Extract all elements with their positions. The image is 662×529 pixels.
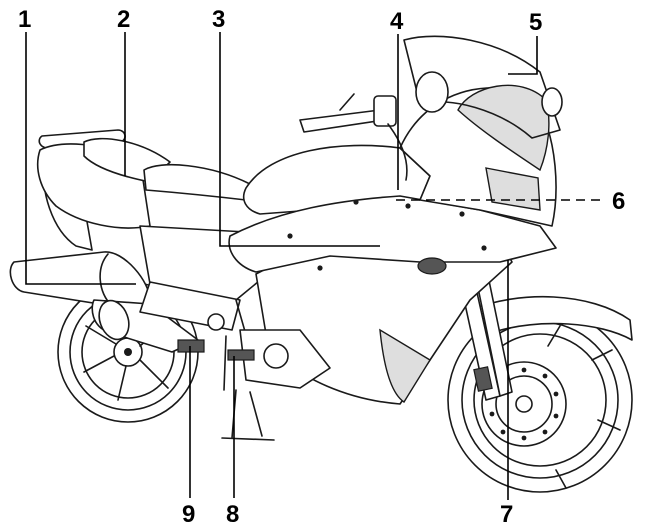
leader-5 — [508, 36, 538, 75]
center-stand — [221, 389, 275, 441]
handlebar — [299, 93, 408, 181]
callout-6: 6 — [612, 188, 625, 215]
callout-2: 2 — [117, 6, 130, 33]
leader-1 — [25, 32, 136, 285]
exhaust-muffler — [9, 251, 199, 353]
front-turn-signal — [417, 257, 447, 275]
engine — [177, 313, 331, 389]
callout-labels: 1 2 3 4 5 6 7 8 9 — [18, 6, 625, 528]
front-fender — [469, 295, 633, 341]
callout-7: 7 — [500, 501, 513, 528]
callout-9: 9 — [182, 501, 195, 528]
callout-4: 4 — [390, 8, 404, 35]
callout-5: 5 — [529, 9, 542, 36]
callout-8: 8 — [226, 501, 239, 528]
leader-lines — [25, 32, 604, 500]
callout-1: 1 — [18, 6, 31, 33]
callout-3: 3 — [212, 6, 225, 33]
motorcycle-illustration — [9, 35, 633, 493]
leader-3 — [219, 32, 380, 247]
upper-fairing — [399, 35, 563, 227]
